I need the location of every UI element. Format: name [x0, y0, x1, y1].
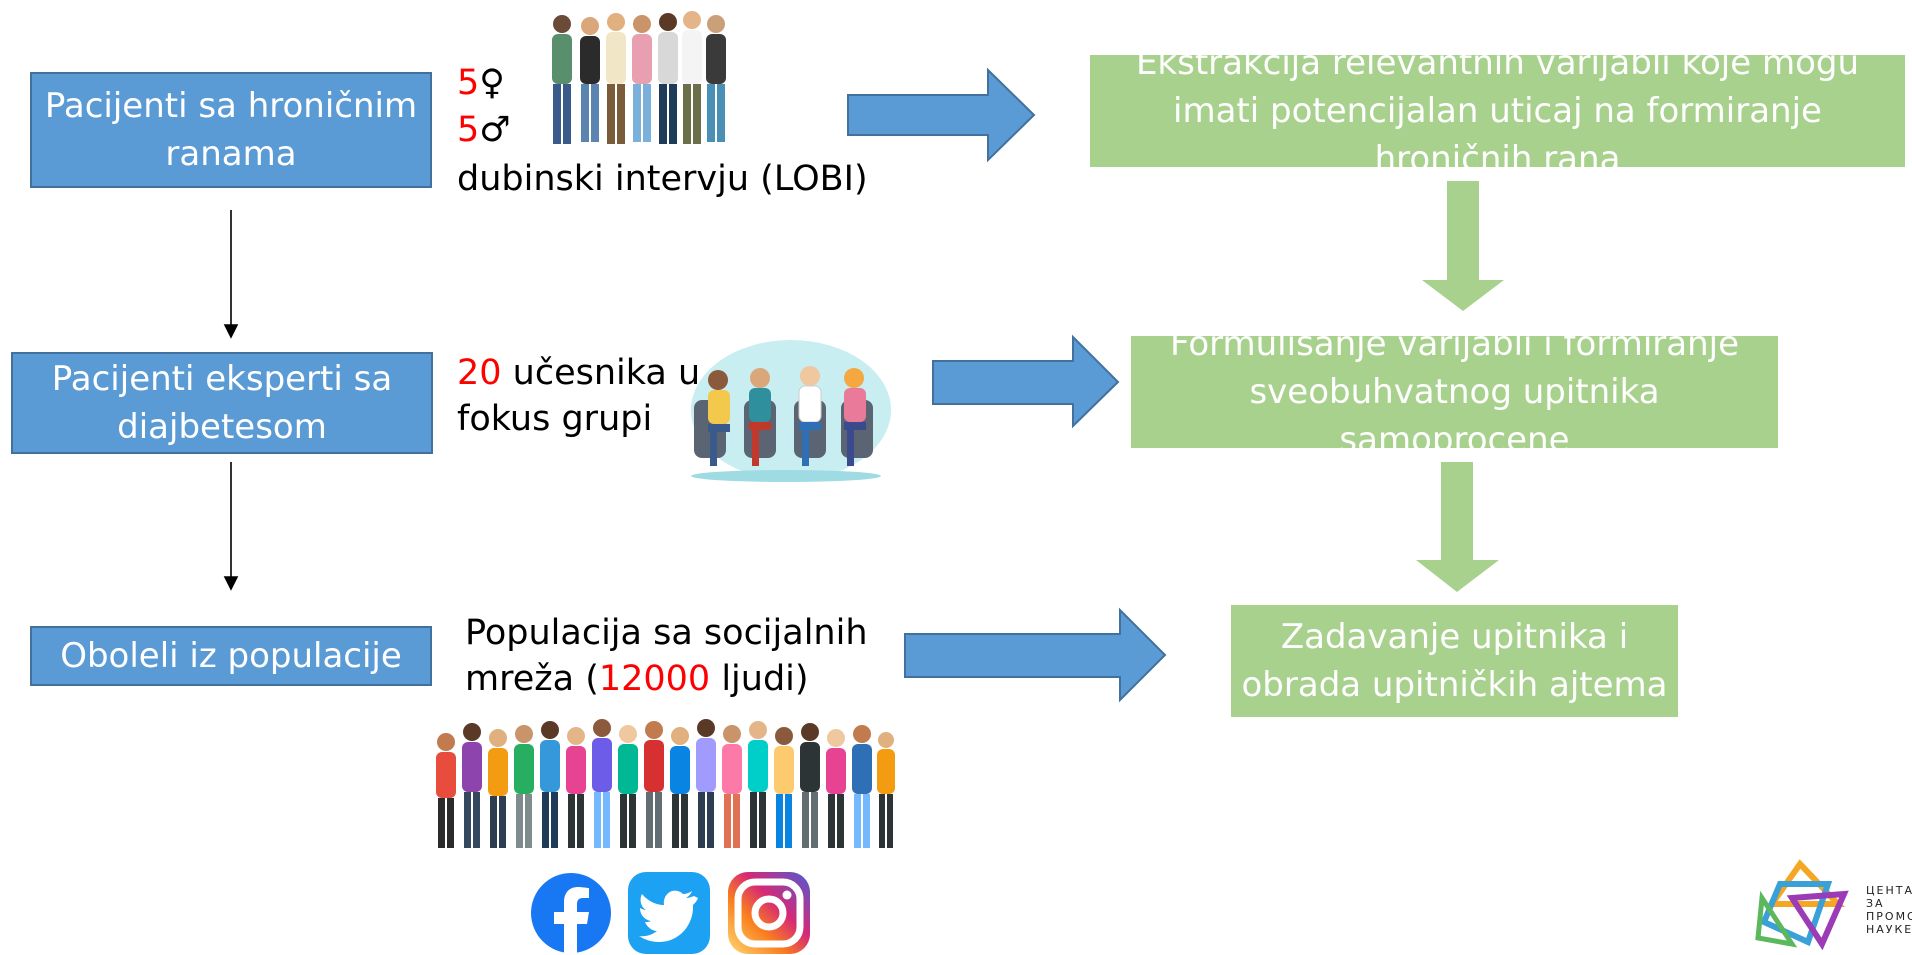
female-symbol: ♀ — [479, 63, 505, 103]
box-label: Pacijenti eksperti sa diajbetesom — [51, 359, 393, 447]
right-block-arrow — [904, 607, 1167, 703]
logo-line: ПРОМО — [1866, 910, 1912, 923]
box-variable-extraction: Ekstrakcija relevantnih varijabli koje m… — [1090, 43, 1905, 179]
center-logo-icon — [1755, 859, 1849, 950]
box-questionnaire-formulation: Formulisanje varijabli i formiranje sveo… — [1131, 324, 1778, 460]
down-arrow-thin — [223, 210, 239, 339]
green-down-arrow — [1416, 462, 1499, 592]
method-in-depth-interview: dubinski intervju (LOBI) — [457, 159, 868, 199]
box-label: Zadavanje upitnika i obrada upitničkih a… — [1241, 617, 1668, 705]
logo-line: ЦЕНТА — [1866, 884, 1912, 897]
crowd-icon — [436, 719, 895, 848]
box-label: Pacijenti sa hroničnim ranama — [44, 86, 418, 174]
focus-group-count: 20 — [457, 353, 502, 393]
male-count: 5 — [457, 110, 480, 150]
box-label: Ekstrakcija relevantnih varijabli koje m… — [1135, 43, 1860, 179]
population-line1: Populacija sa socijalnih — [465, 613, 868, 653]
box-label: Oboleli iz populacije — [60, 636, 402, 676]
participants-gender-male: 5♂ — [457, 107, 511, 153]
center-logo-text: ЦЕНТА ЗА ПРОМО НАУКЕ — [1866, 884, 1912, 936]
twitter-icon — [628, 872, 710, 954]
box-population: Oboleli iz populacije — [30, 626, 432, 686]
down-arrow-thin — [223, 462, 239, 591]
box-questionnaire-processing: Zadavanje upitnika i obrada upitničkih a… — [1231, 605, 1678, 717]
box-chronic-wound-patients: Pacijenti sa hroničnim ranama — [30, 72, 432, 188]
female-count: 5 — [457, 63, 480, 103]
population-count: 12000 — [598, 659, 711, 699]
facebook-icon — [531, 873, 611, 954]
instagram-icon — [728, 872, 810, 954]
group-people-icon — [552, 11, 726, 144]
male-symbol: ♂ — [479, 110, 511, 150]
population-line2: mreža (12000 ljudi) — [465, 656, 809, 702]
population-text-after: ljudi) — [710, 659, 809, 699]
box-label: Formulisanje varijabli i formiranje sveo… — [1169, 324, 1739, 460]
box-expert-patients: Pacijenti eksperti sa diajbetesom — [11, 352, 433, 454]
population-text-before: mreža ( — [465, 659, 599, 699]
logo-line: НАУКЕ — [1866, 923, 1912, 936]
right-block-arrow — [932, 334, 1120, 429]
logo-line: ЗА — [1866, 897, 1885, 910]
participants-gender-female: 5♀ — [457, 60, 505, 106]
focus-group-line1: 20 učesnika u — [457, 350, 700, 396]
focus-group-icon — [691, 340, 891, 482]
green-down-arrow — [1422, 181, 1504, 311]
focus-group-line2: fokus grupi — [457, 399, 653, 439]
focus-group-text: učesnika u — [501, 353, 701, 393]
right-block-arrow — [847, 67, 1036, 163]
